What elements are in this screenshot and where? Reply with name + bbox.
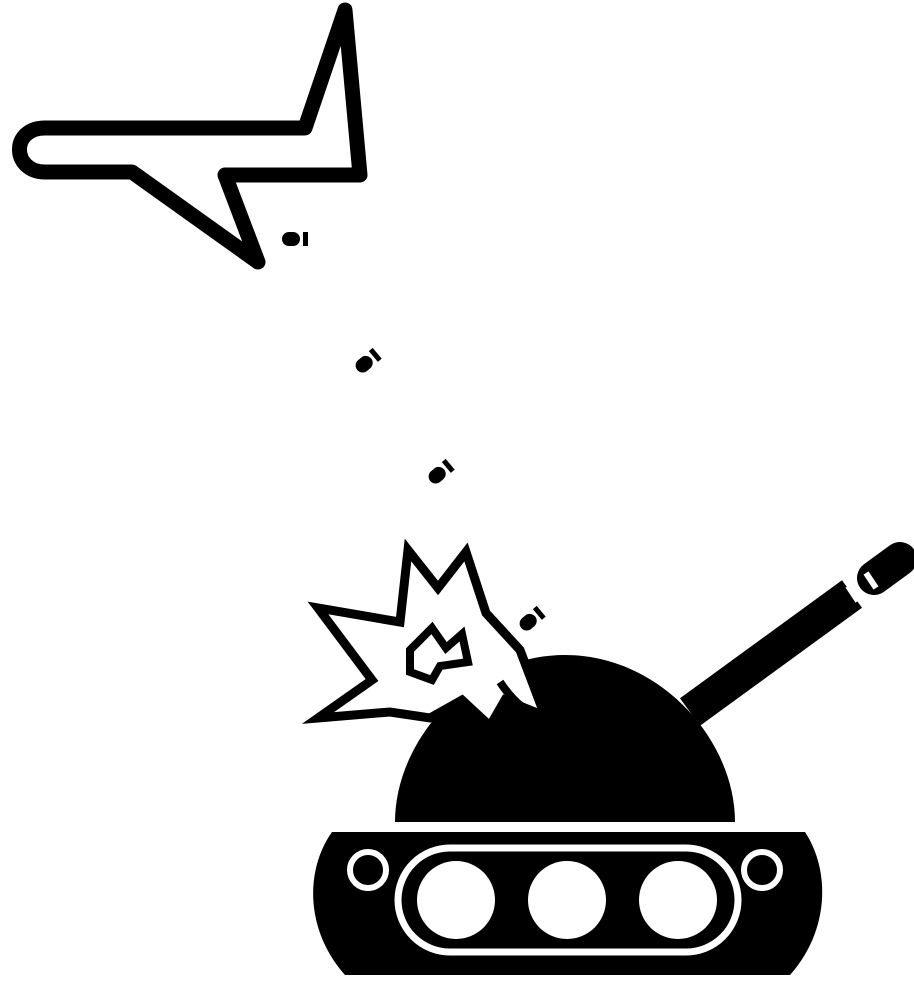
- tank-wheel: [528, 861, 606, 939]
- tank-sprocket: [741, 849, 783, 891]
- tank-sprocket: [347, 849, 389, 891]
- tank-wheel: [417, 861, 495, 939]
- bomb-icon: [355, 347, 382, 373]
- tank-icon: [313, 542, 914, 975]
- bomb-icon: [519, 605, 546, 631]
- tank-track: [394, 844, 742, 956]
- tank-cannon: [679, 542, 914, 726]
- airplane-icon: [12, 2, 368, 270]
- tank-wheel: [639, 861, 717, 939]
- explosion-icon: [301, 538, 553, 734]
- bomb-icon: [282, 232, 308, 246]
- bomb-icon: [428, 458, 455, 484]
